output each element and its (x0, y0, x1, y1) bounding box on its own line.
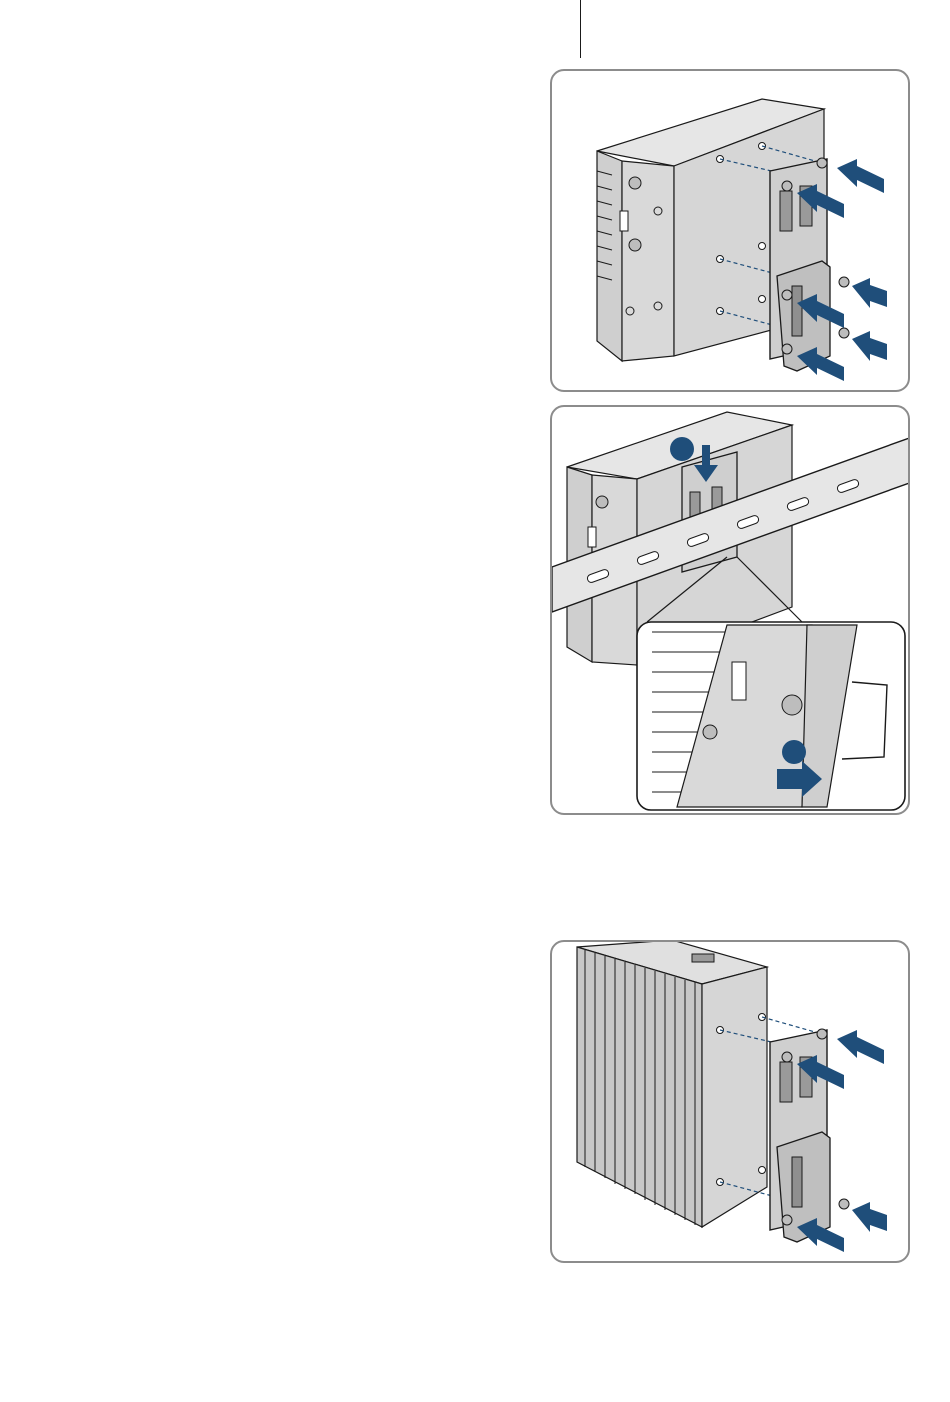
step-badge-icon (670, 437, 694, 461)
device-front-panel (622, 161, 674, 361)
illustration-bracket-mount-finned (552, 942, 910, 1263)
device-fin-side (577, 947, 702, 1227)
device-fin-side (597, 151, 622, 361)
usb-port (620, 211, 628, 231)
antenna-connector (629, 177, 641, 189)
antenna-connector (629, 239, 641, 251)
figure-mount-bracket-2 (550, 940, 910, 1263)
figure-mount-bracket-1 (550, 69, 910, 392)
figure-din-rail-mount (550, 405, 910, 815)
illustration-bracket-mount (552, 71, 910, 392)
illustration-din-rail (552, 407, 910, 815)
step-badge-icon (782, 740, 806, 764)
top-rule (580, 0, 581, 58)
